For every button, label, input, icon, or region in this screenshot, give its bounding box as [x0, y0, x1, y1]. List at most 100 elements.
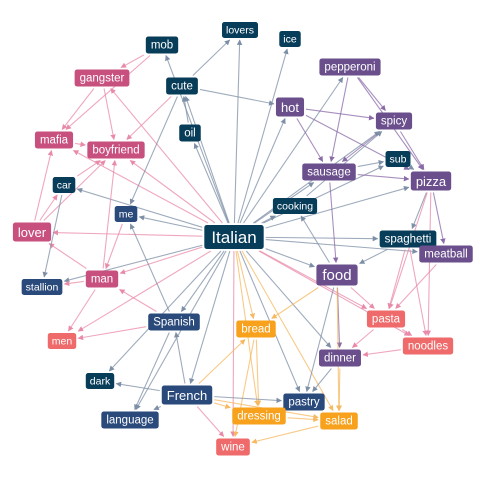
- node-lover: lover: [12, 222, 52, 242]
- node-dressing: dressing: [232, 407, 286, 425]
- edge-cute-hot: [199, 88, 275, 106]
- node-mob: mob: [145, 36, 179, 54]
- node-hot: hot: [275, 97, 305, 117]
- node-box: [379, 230, 437, 248]
- node-label: mob: [151, 40, 173, 52]
- edge-spanish-man: [119, 289, 157, 312]
- edge-spaghetti-food: [359, 249, 388, 265]
- node-box: [101, 411, 159, 429]
- edge-food-pasta: [350, 287, 375, 309]
- node-box: [272, 198, 318, 214]
- node-box: [275, 97, 305, 117]
- edge-italian-spanish: [180, 250, 225, 312]
- node-label: lover: [18, 225, 47, 240]
- node-label: pasta: [372, 314, 401, 326]
- edge-italian-pizza: [265, 186, 410, 229]
- edge-car-boyfriend: [76, 160, 101, 177]
- node-language: language: [101, 411, 159, 429]
- node-label: wine: [220, 442, 245, 454]
- node-man: man: [85, 270, 119, 288]
- edge-italian-me: [138, 215, 203, 231]
- edge-sausage-pizza: [357, 173, 410, 182]
- node-box: [221, 22, 259, 38]
- edge-man-stallion: [63, 280, 84, 287]
- edge-italian-french: [189, 250, 231, 385]
- edge-me-man: [105, 223, 123, 270]
- node-box: [419, 245, 473, 263]
- node-box: [279, 31, 301, 47]
- node-label: cooking: [277, 201, 313, 213]
- node-lovers: lovers: [221, 22, 259, 38]
- edge-spanish-me: [129, 223, 170, 312]
- edge-oil-cute: [181, 95, 189, 123]
- edge-italian-ice: [237, 48, 289, 224]
- edge-mob-gangster: [120, 54, 145, 68]
- node-box: [319, 58, 381, 76]
- node-dinner: dinner: [319, 349, 361, 367]
- node-wine: wine: [216, 438, 250, 456]
- node-label: ice: [283, 34, 297, 46]
- node-men: men: [47, 333, 77, 349]
- edge-gangster-mafia: [61, 88, 95, 130]
- node-car: car: [52, 177, 76, 193]
- node-french: French: [161, 385, 213, 405]
- node-spicy: spicy: [375, 112, 413, 130]
- edge-lover-car: [39, 194, 58, 221]
- node-label: oil: [184, 128, 196, 140]
- edge-bread-dressing: [255, 339, 262, 407]
- node-label: man: [91, 274, 113, 286]
- node-box: [34, 131, 74, 149]
- edge-gangster-boyfriend: [103, 88, 116, 141]
- node-label: dark: [90, 376, 111, 388]
- node-cooking: cooking: [272, 198, 318, 214]
- edge-man-men: [67, 289, 96, 332]
- edge-cute-me: [129, 96, 178, 205]
- edge-french-language: [153, 404, 162, 411]
- node-label: noodles: [408, 341, 449, 353]
- node-italian: Italian: [204, 225, 264, 249]
- node-box: [236, 320, 276, 338]
- edge-noodles-dinner: [362, 349, 401, 357]
- edge-sausage-sub: [357, 159, 385, 168]
- edge-italian-gangster: [110, 88, 223, 224]
- edge-italian-man: [119, 246, 203, 275]
- edge-man-lover: [48, 243, 87, 269]
- node-food: food: [316, 264, 358, 286]
- edge-food-salad: [336, 287, 342, 412]
- edge-italian-lovers: [233, 39, 243, 224]
- node-label: hot: [281, 100, 299, 115]
- node-box: [74, 69, 130, 87]
- node-label: pepperoni: [324, 62, 375, 74]
- edge-spanish-language: [134, 332, 170, 411]
- node-label: French: [167, 388, 207, 403]
- node-sausage: sausage: [302, 163, 356, 181]
- node-label: spaghetti: [385, 234, 432, 246]
- node-label: stallion: [26, 282, 59, 294]
- edge-pasta-noodles: [402, 329, 413, 336]
- edge-pizza-meatball: [432, 192, 446, 245]
- edge-meatball-pasta: [395, 264, 437, 309]
- node-box: [47, 333, 77, 349]
- edge-italian-car: [76, 187, 203, 228]
- node-box: [316, 264, 358, 286]
- edge-sausage-food: [329, 182, 339, 264]
- edge-dinner-salad: [336, 368, 342, 412]
- edge-french-bread: [198, 339, 246, 384]
- node-box: [375, 112, 413, 130]
- node-box: [21, 279, 63, 295]
- edge-italian-pepperoni: [243, 77, 344, 224]
- node-noodles: noodles: [402, 337, 454, 355]
- edge-hot-spicy: [305, 108, 375, 121]
- edge-french-dressing: [214, 402, 231, 409]
- edge-car-stallion: [42, 194, 63, 278]
- edge-italian-lover: [52, 229, 203, 237]
- node-label: meatball: [424, 249, 467, 261]
- node-box: [410, 171, 452, 191]
- node-box: [319, 349, 361, 367]
- edge-sub-pizza: [408, 164, 415, 170]
- node-box: [283, 393, 325, 411]
- edge-italian-salad: [241, 250, 334, 411]
- edge-italian-cooking: [261, 215, 276, 224]
